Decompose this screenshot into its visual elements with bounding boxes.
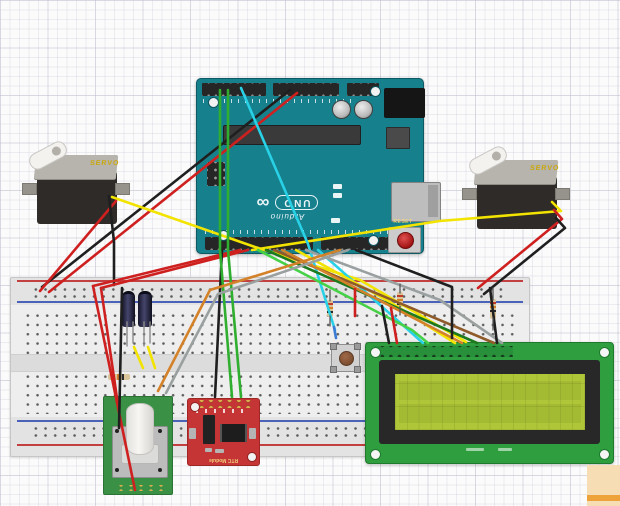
atmega-chip: [223, 125, 361, 145]
arduino-mounting-hole: [370, 86, 381, 97]
button-leg: [330, 343, 337, 350]
rotary-encoder-board[interactable]: [103, 396, 173, 495]
encoder-screw: [158, 468, 162, 472]
breadboard-top-negative-rail-line: [17, 301, 523, 303]
wire-servo-left-black[interactable]: [107, 194, 116, 287]
wire-arduino-to-rtc-green-1[interactable]: [218, 88, 234, 399]
wire-fan-orange[interactable]: [280, 248, 464, 345]
breadboard-top-positive-rail-line: [17, 280, 523, 282]
rtc-module-board[interactable]: RTC Module: [187, 398, 260, 466]
servo-mounting-tab: [462, 188, 477, 200]
lcd-silkscreen-mark: [498, 448, 512, 451]
arduino-analog-header[interactable]: [273, 83, 339, 96]
power-jack: [384, 88, 425, 118]
wire-encoder-gray[interactable]: [164, 248, 350, 395]
wire-servo-right-black[interactable]: [482, 216, 567, 296]
wire-lcd-pin2-red[interactable]: [389, 306, 399, 345]
rtc-mounting-hole: [190, 402, 200, 412]
encoder-screw: [158, 429, 162, 433]
wire-rail-to-encoder-red-1[interactable]: [91, 284, 137, 492]
reset-button[interactable]: [388, 227, 421, 253]
lcd-header-pins[interactable]: [375, 346, 513, 357]
lcd-screw-hole: [599, 449, 610, 460]
rtc-chip: [220, 424, 247, 442]
breadboard-bottom-negative-rail-line: [17, 420, 523, 422]
button-leg: [354, 366, 361, 373]
rtc-header-pads[interactable]: [195, 400, 251, 408]
arduino-capacitor: [332, 100, 351, 119]
rtc-passive-component: [215, 449, 224, 453]
lcd-silkscreen-mark: [466, 448, 484, 451]
servo-motor-right[interactable]: SERVO: [462, 143, 570, 230]
wire-encoder-orange[interactable]: [156, 248, 342, 393]
tx-led: [333, 184, 342, 189]
sticky-note-stripe: [587, 495, 620, 501]
encoder-shaft-knob[interactable]: [126, 403, 154, 455]
power-led: [331, 218, 340, 223]
lcd-display-16x2[interactable]: [365, 342, 614, 464]
wire-rail-to-lcd-black[interactable]: [488, 286, 499, 345]
voltage-regulator: [386, 127, 410, 149]
wire-breadboard-blue-end[interactable]: [332, 325, 338, 340]
encoder-solder-pads: [114, 485, 164, 491]
lcd-screw-hole: [370, 449, 381, 460]
arduino-power-header[interactable]: [202, 83, 266, 96]
encoder-screw: [115, 429, 119, 433]
electrolytic-capacitor[interactable]: [122, 291, 135, 327]
wire-yellow-jumper-1[interactable]: [132, 345, 145, 370]
wire-servo-right-red[interactable]: [476, 208, 564, 290]
push-button[interactable]: [330, 343, 361, 373]
arduino-pin-labels: [205, 230, 405, 234]
usb-connector-lip: [428, 185, 438, 217]
wire-arduino-to-rtc-green-2[interactable]: [226, 88, 243, 399]
button-leg: [354, 343, 361, 350]
button-cap[interactable]: [339, 351, 354, 366]
reset-label: RESET: [393, 219, 413, 225]
servo-mounting-tab: [22, 183, 37, 195]
button-leg: [330, 366, 337, 373]
wire-servo-left-red[interactable]: [38, 199, 118, 293]
arduino-mounting-hole: [208, 97, 219, 108]
reset-button-cap[interactable]: [397, 232, 414, 249]
arduino-digital-header-low[interactable]: [321, 237, 407, 250]
resistor[interactable]: [397, 292, 403, 307]
lcd-screw-hole: [370, 347, 381, 358]
lcd-screw-hole: [599, 347, 610, 358]
wire-fan-green-bright[interactable]: [256, 248, 430, 345]
rtc-pin-labels: [196, 409, 244, 413]
rtc-mounting-hole: [247, 452, 257, 462]
wire-arduino-cyan-to-breadboard[interactable]: [239, 86, 337, 332]
arduino-uno-board[interactable]: RESET Arduino UNO ∞: [196, 78, 441, 254]
wire-rail-to-arduino-black[interactable]: [40, 88, 292, 289]
wire-fan-black-right[interactable]: [354, 248, 454, 340]
lcd-character-row: [399, 404, 581, 423]
arduino-mounting-hole: [368, 235, 379, 246]
wire-servo-right-yellow[interactable]: [250, 200, 563, 252]
rx-led: [333, 193, 342, 198]
wire-fan-gray[interactable]: [304, 248, 504, 345]
servo-mounting-tab: [115, 183, 130, 195]
wire-arduino-to-rail-red-1[interactable]: [91, 248, 242, 288]
lcd-screen: [395, 374, 585, 430]
rtc-passive-component: [205, 448, 212, 452]
rtc-side-pad: [249, 428, 256, 439]
lcd-character-row: [399, 381, 581, 400]
wire-rail-to-encoder-black[interactable]: [117, 286, 124, 430]
servo-mounting-tab: [555, 188, 570, 200]
arduino-capacitor: [354, 100, 373, 119]
wire-rail-to-encoder-red-2[interactable]: [99, 286, 121, 414]
wire-arduino-to-rail-red-2[interactable]: [99, 248, 250, 290]
resistor[interactable]: [327, 300, 333, 317]
wire-yellow-jumper-2[interactable]: [146, 345, 157, 370]
breadboard-bottom-positive-rail-line: [17, 444, 523, 446]
usb-connector: [391, 182, 441, 222]
electrolytic-capacitor[interactable]: [138, 291, 152, 327]
wire-lcd-pin1-black[interactable]: [380, 304, 391, 345]
rtc-crystal: [203, 415, 215, 444]
encoder-screw: [115, 468, 119, 472]
wire-rail-to-arduino-red[interactable]: [47, 91, 299, 294]
rtc-side-pad: [189, 428, 196, 439]
